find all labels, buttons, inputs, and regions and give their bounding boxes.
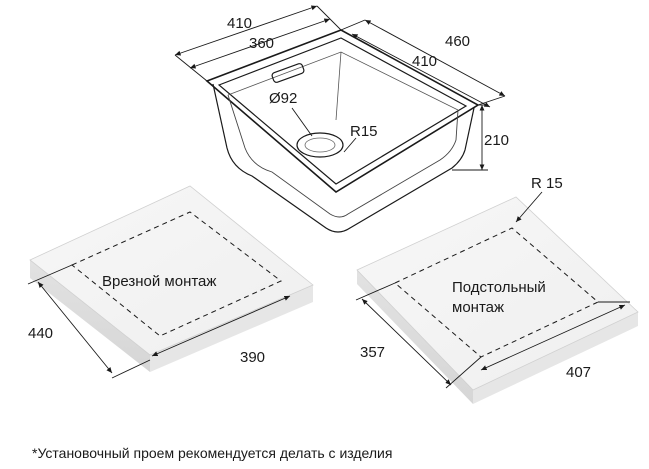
- drain-leader: [291, 107, 313, 137]
- dim-side-inner-depth: 410: [412, 53, 437, 70]
- sink-dimensions: [174, 5, 506, 171]
- flush-mount-label: Врезной монтаж: [102, 273, 216, 290]
- sink-bowl-body: [212, 83, 475, 233]
- dim-side-outer-depth: 460: [445, 33, 470, 50]
- sink-bowl-inner: [227, 94, 459, 218]
- drain-hole: [296, 132, 344, 158]
- footnote: *Установочный проем рекомендуется делать…: [32, 445, 392, 461]
- flush-slab-top: [29, 185, 314, 356]
- dim-drain-diameter: Ø92: [269, 90, 297, 107]
- under-depth-dim: 357: [360, 344, 385, 361]
- flush-depth-dim: 440: [28, 325, 53, 342]
- undermount-label-line1: Подстольный: [452, 279, 546, 296]
- flush-dimensions: [27, 264, 291, 379]
- overflow-slot: [271, 63, 305, 83]
- under-cutout-outline: [394, 227, 599, 358]
- under-width-dim: 407: [566, 364, 591, 381]
- drain-inner: [304, 137, 336, 153]
- undermount-dimensions: [355, 191, 630, 389]
- radius-leader: [343, 137, 357, 153]
- dim-top-outer-width: 410: [227, 15, 252, 32]
- undermount-label-line2: монтаж: [452, 299, 504, 316]
- flush-cutout-outline: [71, 211, 282, 337]
- dim-height: 210: [484, 132, 509, 149]
- flush-width-dim: 390: [240, 349, 265, 366]
- under-radius-leader: [515, 191, 543, 223]
- under-radius-dim: R 15: [531, 175, 563, 192]
- dim-corner-radius: R15: [350, 123, 378, 140]
- sink-rim-outer: [205, 29, 480, 193]
- dim-top-inner-width: 360: [249, 35, 274, 52]
- sink-isometric: [205, 29, 480, 233]
